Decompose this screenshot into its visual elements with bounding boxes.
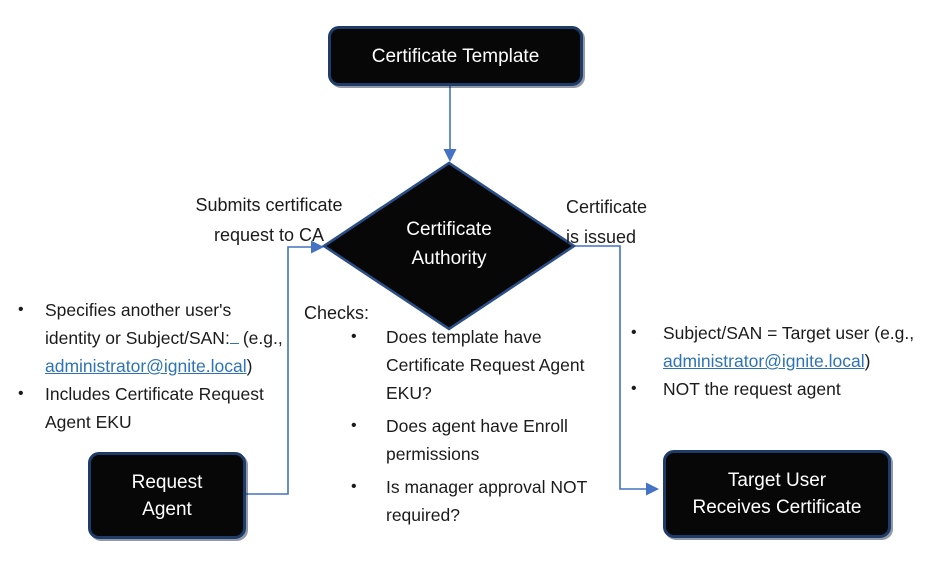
list-line: Includes Certificate Request [45,384,264,404]
edge-label-submit-request: Submits certificate request to CA [183,190,355,250]
node-certificate-template: Certificate Template [328,26,583,86]
bullet-icon: • [351,328,357,345]
list-line: Specifies another user's [45,300,232,320]
target-user-notes-list: • Subject/SAN = Target user (e.g., admin… [622,319,927,403]
list-text: ) [246,356,253,376]
list-text: identity or Subject/SAN: [45,328,230,348]
node-label-line: Certificate [406,219,492,240]
connector-agent-to-authority [240,246,311,495]
edge-label-certificate-issued: Certificate is issued [566,192,686,252]
list-line: administrator@ignite.local) [45,352,312,380]
edge-label-line: Submits certificate [195,195,343,215]
arrowhead-down-icon [443,149,457,162]
list-item: • Does template have Certificate Request… [340,323,625,407]
list-line: Subject/SAN = Target user (e.g., [663,323,915,343]
node-target-user: Target User Receives Certificate [663,450,891,538]
arrowhead-right-icon [646,482,659,496]
list-line: EKU? [386,383,432,403]
checks-heading: Checks: [304,303,370,323]
list-text: (e.g., [242,328,283,348]
bullet-icon: • [631,324,637,341]
node-label-line: Agent [142,498,192,520]
list-item: • Does agent have Enroll permissions [340,412,625,468]
node-request-agent: Request Agent [88,452,246,539]
node-label-line: Authority [411,248,487,269]
list-line: permissions [386,444,480,464]
underline-mark [229,329,239,344]
decision-diamond-shape [321,161,577,331]
list-item: • NOT the request agent [622,375,927,403]
connector-authority-to-target [573,245,646,490]
list-line: required? [386,505,460,525]
list-line: Does agent have Enroll [386,416,568,436]
bullet-icon: • [631,380,637,397]
list-item: • Is manager approval NOT required? [340,473,625,529]
list-line: administrator@ignite.local) [663,347,927,375]
list-line: Does template have [386,327,542,347]
list-line: Is manager approval NOT [386,477,588,497]
edge-label-line: Certificate [566,197,648,217]
node-label-line: Target User [727,470,827,491]
arrowhead-right-icon [311,240,324,254]
list-line: NOT the request agent [663,379,841,399]
list-line: identity or Subject/SAN: (e.g., [45,324,312,352]
list-line: Agent EKU [45,412,132,432]
bullet-icon: • [18,301,24,318]
list-item: • Subject/SAN = Target user (e.g., admin… [622,319,927,375]
request-agent-notes-list: • Specifies another user's identity or S… [10,296,312,436]
edge-label-line: is issued [566,227,637,247]
node-certificate-authority-label: Certificate Authority [359,215,539,273]
node-label-line: Receives Certificate [692,497,862,518]
ca-checks-list: • Does template have Certificate Request… [340,323,625,534]
email-link[interactable]: administrator@ignite.local [663,351,865,371]
list-line: Certificate Request Agent [386,355,585,375]
node-label: Certificate Template [371,45,540,67]
bullet-icon: • [351,478,357,495]
email-link[interactable]: administrator@ignite.local [45,356,247,376]
edge-label-line: request to CA [213,225,325,245]
bullet-icon: • [351,417,357,434]
bullet-icon: • [18,385,24,402]
node-label-line: Request [131,471,203,493]
list-item: • Includes Certificate Request Agent EKU [10,380,312,436]
list-item: • Specifies another user's identity or S… [10,296,312,380]
list-text: ) [864,351,871,371]
